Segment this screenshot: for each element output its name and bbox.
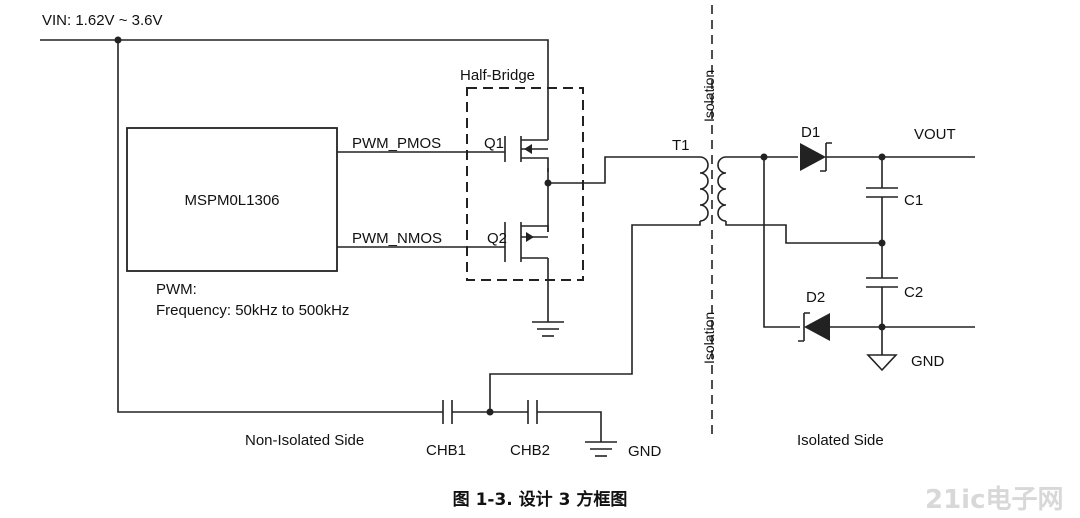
- secondary-bottom-wire: [725, 221, 882, 244]
- t1-label: T1: [672, 137, 690, 154]
- q1-transistor: [504, 88, 549, 172]
- q1-label: Q1: [484, 135, 504, 152]
- frequency-label: Frequency: 50kHz to 500kHz: [156, 302, 349, 319]
- right-ground-symbol: [866, 354, 898, 372]
- chb2-capacitor: [527, 400, 602, 442]
- c2-label: C2: [904, 284, 923, 301]
- q2-label: Q2: [487, 230, 507, 247]
- vout-label: VOUT: [914, 126, 956, 143]
- watermark-logo: 21ic电子网: [925, 485, 1064, 515]
- t1-primary-coil: [699, 156, 709, 222]
- pwm-pmos-label: PWM_PMOS: [352, 135, 441, 152]
- chb-junction: [486, 408, 494, 416]
- t1-secondary-coil: [717, 156, 727, 222]
- gnd-left-label: GND: [628, 443, 662, 460]
- vin-wire: [40, 39, 549, 88]
- isolation-label-top: Isolation: [701, 70, 717, 122]
- d1-label: D1: [801, 124, 820, 141]
- mcu-block: [126, 127, 338, 272]
- q2-transistor: [504, 222, 549, 262]
- d2-anode-wire: [763, 157, 800, 328]
- gnd-junction: [878, 323, 886, 331]
- pwm-note-label: PWM:: [156, 281, 197, 298]
- chb1-label: CHB1: [426, 442, 466, 459]
- left-ground-symbol: [585, 441, 617, 457]
- vin-label: VIN: 1.62V ~ 3.6V: [42, 12, 163, 29]
- gnd-right-label: GND: [911, 353, 945, 370]
- bridge-ground-symbol: [532, 321, 564, 337]
- c2-capacitor: [866, 277, 898, 355]
- d2-label: D2: [806, 289, 825, 306]
- mid-cap-junction: [878, 239, 886, 247]
- pwm-nmos-label: PWM_NMOS: [352, 230, 442, 247]
- figure-caption: 图 1-3. 设计 3 方框图: [453, 489, 628, 510]
- d2-diode: [798, 312, 830, 342]
- t1-primary-return-wire: [489, 221, 701, 412]
- isolation-label-bottom: Isolation: [701, 312, 717, 364]
- bridge-to-t1-wire: [548, 156, 700, 184]
- c1-capacitor: [866, 157, 898, 278]
- half-bridge-label: Half-Bridge: [460, 67, 535, 84]
- chb2-label: CHB2: [510, 442, 550, 459]
- c1-label: C1: [904, 192, 923, 209]
- vin-drop-wire: [117, 40, 443, 413]
- isolated-side-label: Isolated Side: [797, 432, 884, 449]
- chb1-capacitor: [442, 400, 528, 424]
- mcu-label: MSPM0L1306: [184, 192, 279, 209]
- non-isolated-side-label: Non-Isolated Side: [245, 432, 364, 449]
- half-bridge-box: [466, 87, 584, 281]
